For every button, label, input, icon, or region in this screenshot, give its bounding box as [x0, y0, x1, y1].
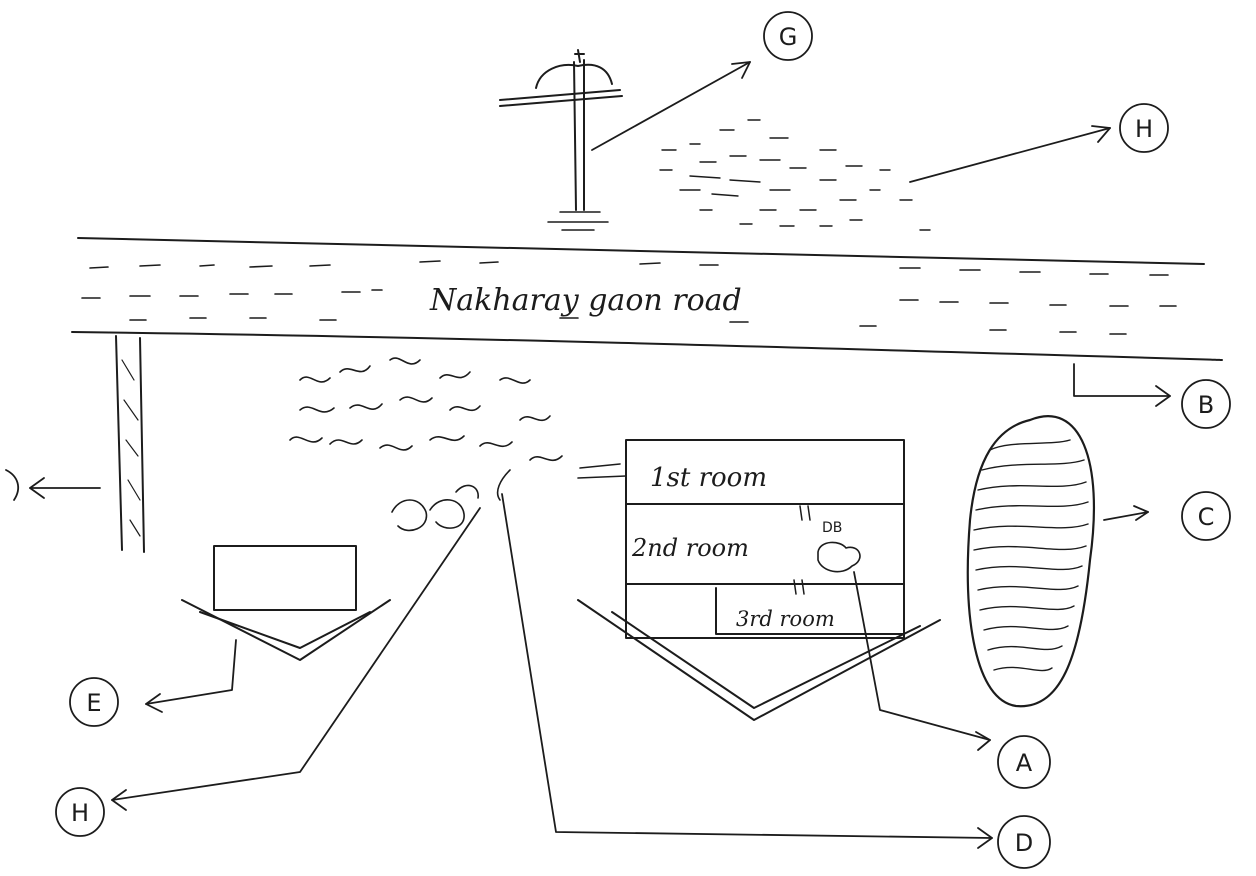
- building-e: [146, 546, 390, 712]
- field-c-hatching: [974, 440, 1088, 671]
- label-g-text: G: [779, 23, 798, 51]
- label-h-top: H: [1120, 104, 1168, 152]
- label-d: D: [998, 816, 1050, 868]
- plants: [290, 358, 626, 530]
- room-3-label: 3rd room: [736, 607, 835, 631]
- label-g: G: [764, 12, 812, 60]
- room-1-label: 1st room: [650, 463, 767, 493]
- label-e-text: E: [86, 689, 101, 717]
- label-a: A: [998, 736, 1050, 788]
- dotted-area-top: [660, 120, 930, 230]
- label-h-top-text: H: [1135, 115, 1153, 143]
- room-2-label: 2nd room: [631, 534, 749, 562]
- label-h-bottom-text: H: [71, 799, 89, 827]
- label-h-bottom: H: [56, 788, 104, 836]
- label-e: E: [70, 678, 118, 726]
- label-c-text: C: [1198, 503, 1215, 531]
- road-label: Nakharay gaon road: [429, 283, 742, 318]
- label-b-text: B: [1198, 391, 1214, 419]
- road: Nakharay gaon road: [72, 238, 1222, 360]
- db-marker-label: DB: [822, 520, 842, 536]
- label-c: C: [1182, 492, 1230, 540]
- label-a-text: A: [1016, 749, 1033, 777]
- tree-trunk: [6, 336, 144, 552]
- field-c: [968, 416, 1148, 706]
- rooms-building: 1st room 2nd room 3rd room DB: [578, 440, 990, 750]
- electric-pole: [500, 50, 622, 230]
- leader-lines: [112, 62, 1170, 848]
- label-b: B: [1182, 380, 1230, 428]
- label-d-text: D: [1015, 829, 1033, 857]
